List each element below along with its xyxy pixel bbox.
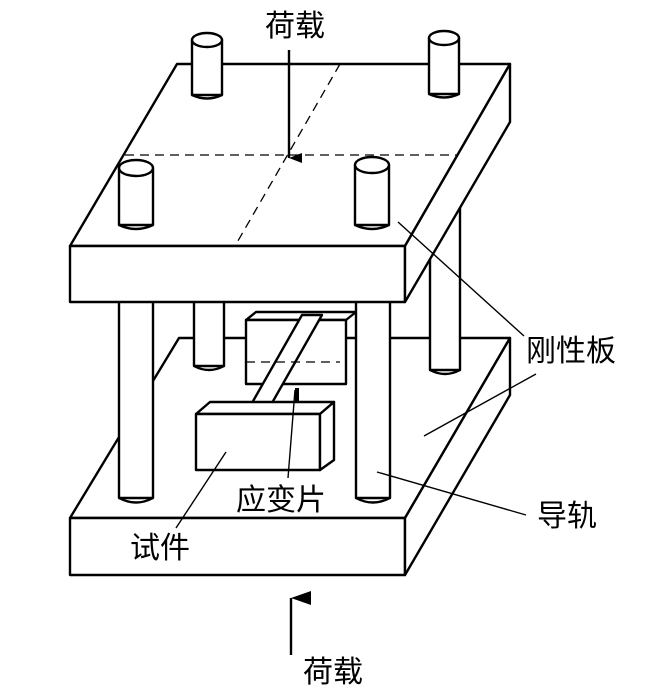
- leader-strain-gauge: [287, 389, 296, 479]
- leader-rigid-plate-bottom: [423, 373, 537, 437]
- leader-rigid-plate-top: [397, 221, 525, 337]
- strain-gauge-label: 应变片: [236, 483, 326, 518]
- guide-rail-front-right: [354, 297, 392, 504]
- specimen-label: 试件: [130, 531, 190, 566]
- post-front-right: [353, 155, 391, 231]
- leader-specimen: [175, 451, 227, 529]
- load-label-top: 荷载: [265, 9, 325, 44]
- guide-rail-front-left: [117, 297, 155, 504]
- leader-guide-rail: [376, 471, 527, 516]
- post-back-right: [427, 29, 461, 99]
- specimen-block: [194, 310, 358, 472]
- rigid-plate-label: 刚性板: [526, 334, 616, 369]
- guide-rail-label: 导轨: [537, 499, 597, 534]
- load-label-bottom: 荷载: [303, 655, 363, 690]
- post-back-left: [190, 31, 224, 100]
- post-front-left: [117, 158, 155, 231]
